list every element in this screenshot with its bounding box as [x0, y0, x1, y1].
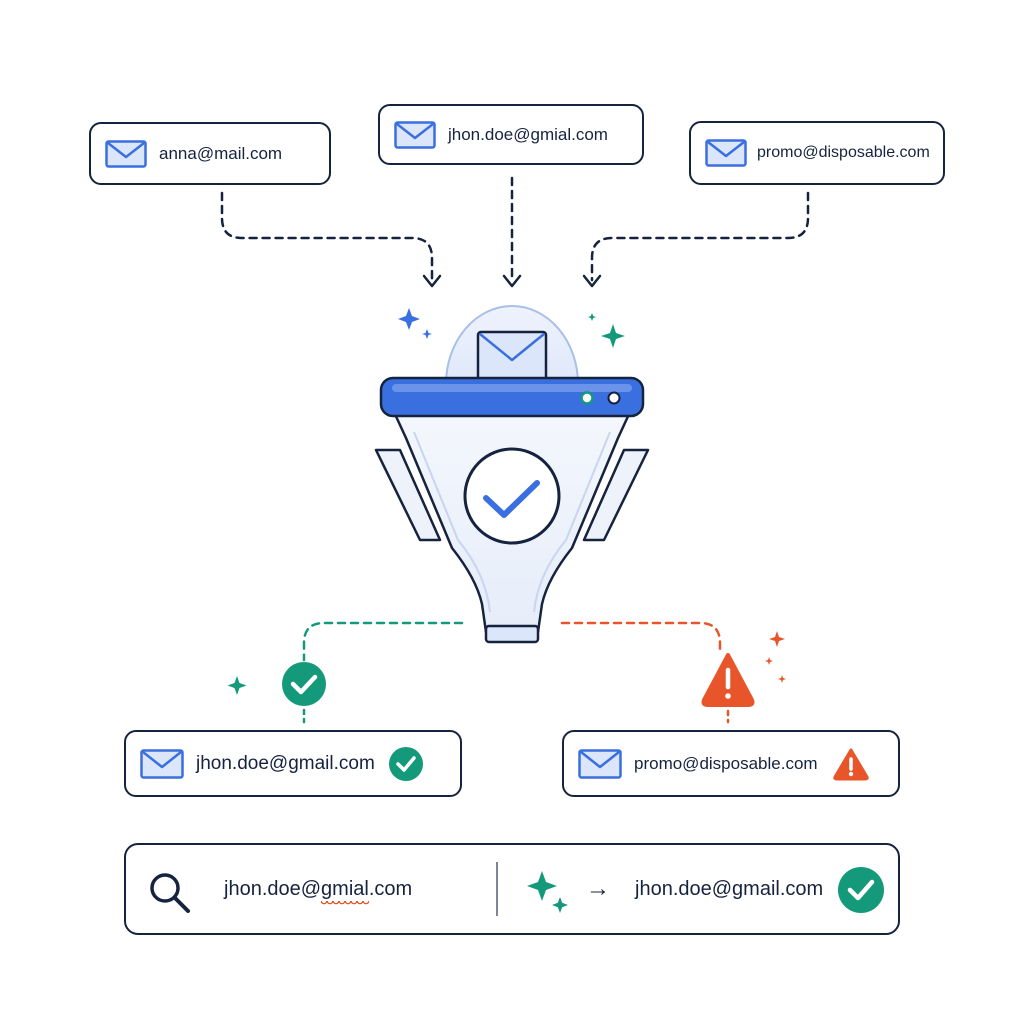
envelope-icon [140, 748, 184, 779]
connector-left [220, 191, 434, 282]
check-circle-icon [463, 447, 561, 545]
input-card-right: promo@disposable.com [689, 121, 945, 185]
envelope-icon [705, 139, 747, 167]
connector-valid [302, 621, 464, 662]
connector-arrowheads [422, 274, 602, 288]
search-icon[interactable] [148, 871, 192, 915]
warning-triangle-icon [701, 653, 755, 707]
check-circle-icon [388, 746, 423, 781]
sparkle-icon [398, 308, 432, 339]
divider [496, 862, 498, 916]
input-email-right: promo@disposable.com [757, 144, 930, 161]
output-email-valid: jhon.doe@gmail.com [196, 752, 375, 774]
warning-triangle-icon [832, 747, 870, 781]
output-card-flagged: promo@disposable.com [562, 730, 900, 797]
typo-correction-bar[interactable]: jhon.doe@gmial.com → jhon.doe@gmail.com [124, 843, 900, 935]
sparkle-icon [588, 313, 625, 348]
sparkle-icon [227, 676, 247, 695]
input-email-center: jhon.doe@gmial.com [448, 124, 608, 144]
corrected-email: jhon.doe@gmail.com [635, 878, 824, 900]
sparkle-icon [765, 631, 786, 683]
input-card-center: jhon.doe@gmial.com [378, 104, 644, 165]
arrow: → [586, 875, 610, 902]
check-circle-icon [282, 662, 326, 706]
envelope-icon [578, 748, 622, 779]
output-card-valid: jhon.doe@gmail.com [124, 730, 462, 797]
connector-flagged [560, 621, 722, 654]
output-email-flagged: promo@disposable.com [634, 753, 818, 773]
misspelled-domain: gmial [321, 878, 369, 900]
check-circle-icon [838, 867, 884, 913]
envelope-icon [394, 120, 436, 149]
misspelled-email-input[interactable]: jhon.doe@gmial.com [224, 878, 413, 900]
input-connectors [220, 176, 810, 282]
envelope-icon [105, 139, 147, 168]
sparkle-icon [524, 867, 572, 915]
funnel-icon [374, 305, 650, 644]
input-card-left: anna@mail.com [89, 122, 331, 185]
input-email-left: anna@mail.com [159, 143, 283, 163]
connector-right [590, 191, 810, 282]
